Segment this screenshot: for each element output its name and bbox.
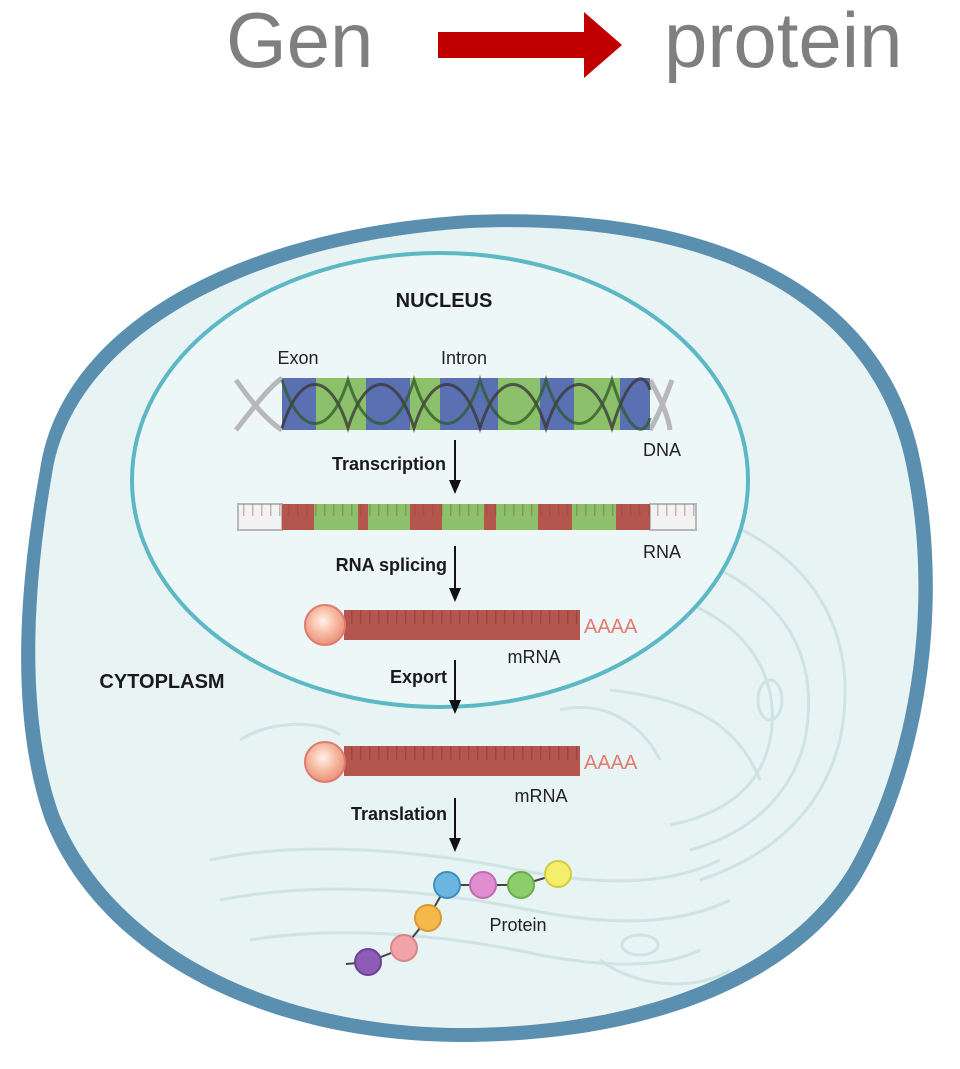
mrna-label-cytoplasm: mRNA bbox=[515, 786, 568, 806]
translation-label: Translation bbox=[351, 804, 447, 824]
mrna-cytoplasm bbox=[304, 741, 580, 783]
cytoplasm-label: CYTOPLASM bbox=[99, 671, 224, 693]
exon-label: Exon bbox=[277, 348, 318, 368]
poly-a-tail-cytoplasm: AAAA bbox=[584, 752, 638, 774]
nucleus-membrane bbox=[130, 251, 750, 709]
poly-a-tail-nucleus: AAAA bbox=[584, 616, 638, 638]
transcription-label: Transcription bbox=[332, 454, 446, 474]
mrna-nucleus bbox=[304, 604, 580, 646]
export-arrow-icon bbox=[449, 660, 461, 714]
translation-arrow-icon bbox=[449, 798, 461, 852]
title-gene: Gen bbox=[226, 0, 374, 84]
dna-label: DNA bbox=[643, 440, 681, 460]
intron-label: Intron bbox=[441, 348, 487, 368]
mrna-label-nucleus: mRNA bbox=[508, 647, 561, 667]
rna-label: RNA bbox=[643, 542, 681, 562]
pre-mrna-strand bbox=[237, 503, 697, 531]
rna-splicing-label: RNA splicing bbox=[336, 555, 447, 575]
title-protein: protein bbox=[664, 0, 903, 84]
splicing-arrow-icon bbox=[449, 546, 461, 602]
endoplasmic-reticulum-lines bbox=[209, 518, 847, 986]
dna-helix bbox=[233, 374, 675, 434]
transcription-arrow-icon bbox=[449, 440, 461, 494]
export-label: Export bbox=[390, 667, 447, 687]
gene-to-protein-arrow-icon bbox=[438, 12, 622, 78]
protein-label: Protein bbox=[489, 915, 546, 935]
protein-chain bbox=[345, 860, 572, 976]
nucleus-label: NUCLEUS bbox=[396, 290, 493, 312]
